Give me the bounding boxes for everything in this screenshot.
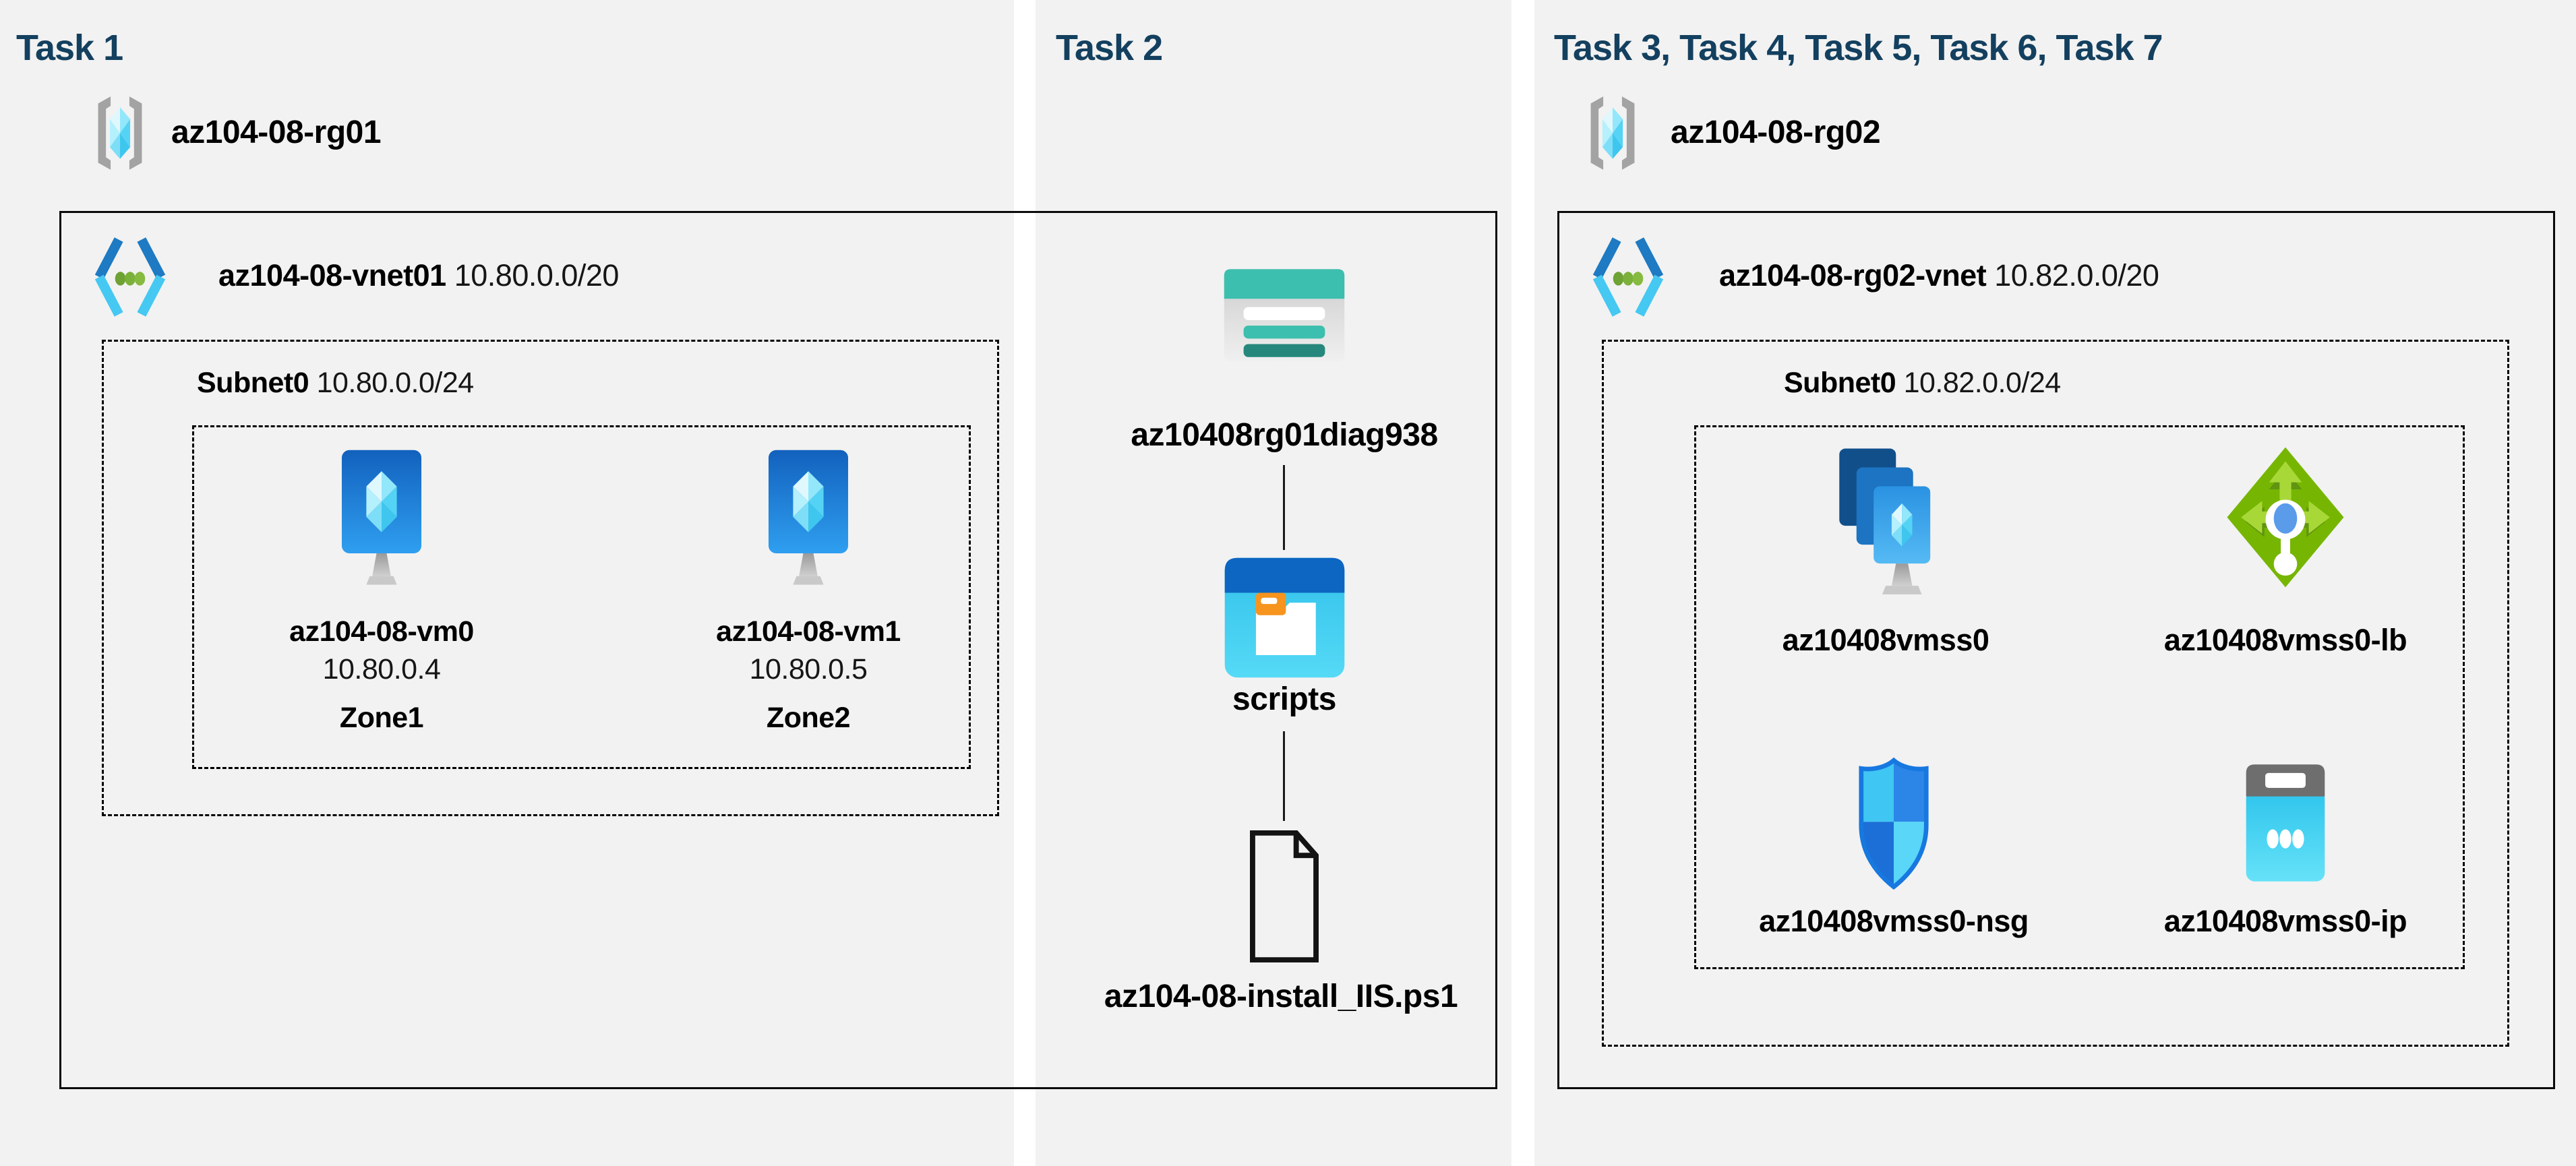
task3-resource-group-box [1694, 425, 2465, 969]
vnet-name-text: az104-08-rg02-vnet [1719, 258, 1987, 293]
virtual-network-icon [1592, 237, 1664, 317]
heading-task3: Task 3, Task 4, Task 5, Task 6, Task 7 [1554, 28, 2163, 68]
vm-zone: Zone1 [339, 702, 424, 734]
vnet-cidr: 10.80.0.0/20 [454, 258, 620, 293]
virtual-network-icon [94, 237, 166, 317]
resource-group-icon [1590, 96, 1635, 170]
panel-task3 [1534, 0, 2576, 1166]
vm-zone: Zone2 [766, 702, 851, 734]
resource-name: az10408vmss0-ip [2163, 904, 2407, 938]
vm-name: az104-08-vm0 [289, 615, 474, 648]
subnet-label: Subnet0 10.80.0.0/24 [197, 365, 474, 400]
connector-line [1283, 731, 1285, 821]
vnet-name: az104-08-vnet01 10.80.0.0/20 [218, 258, 619, 293]
task3-boundary-box [1557, 211, 2555, 1089]
subnet-cidr: 10.80.0.0/24 [316, 367, 475, 399]
subnet-name: Subnet0 [197, 367, 309, 399]
network-security-group-icon [1859, 757, 1929, 890]
resource-group-name: az104-08-rg02 [1671, 115, 1881, 150]
vnet-cidr: 10.82.0.0/20 [1994, 258, 2159, 293]
storage-account-name: az10408rg01diag938 [1131, 417, 1438, 453]
script-file-name: az104-08-install_IIS.ps1 [1104, 979, 1458, 1014]
panel-task1 [0, 0, 1014, 1166]
load-balancer-icon [2227, 447, 2344, 588]
resource-name: az10408vmss0-lb [2163, 623, 2407, 657]
task1-task2-boundary-box [59, 211, 1497, 1089]
subnet-label: Subnet0 10.82.0.0/24 [1784, 365, 2061, 400]
resource-group-name: az104-08-rg01 [171, 115, 382, 150]
task3-subnet-box [1602, 340, 2509, 1047]
blob-container-icon [1224, 557, 1345, 678]
vm-ip: 10.80.0.5 [749, 653, 868, 685]
connector-line [1283, 465, 1285, 550]
vm-ip: 10.80.0.4 [322, 653, 441, 685]
resource-name: az10408vmss0 [1782, 623, 1989, 657]
container-name: scripts [1232, 681, 1336, 717]
heading-task1: Task 1 [16, 28, 123, 68]
task1-vm-group-box [192, 425, 971, 769]
vnet-name-text: az104-08-vnet01 [218, 258, 446, 293]
virtual-machine-icon [768, 450, 849, 585]
subnet-name: Subnet0 [1784, 367, 1896, 399]
task1-subnet-box [102, 340, 999, 816]
heading-task2: Task 2 [1056, 28, 1163, 68]
vm-name: az104-08-vm1 [716, 615, 901, 648]
subnet-cidr: 10.82.0.0/24 [1903, 367, 2062, 399]
resource-group-icon [98, 96, 142, 170]
virtual-machine-icon [341, 450, 422, 585]
storage-account-icon [1224, 269, 1345, 362]
resource-name: az10408vmss0-nsg [1759, 904, 2029, 938]
public-ip-icon [2246, 764, 2325, 882]
file-icon [1250, 830, 1319, 963]
vnet-name: az104-08-rg02-vnet 10.82.0.0/20 [1719, 258, 2159, 293]
vm-scale-set-icon [1839, 448, 1931, 594]
